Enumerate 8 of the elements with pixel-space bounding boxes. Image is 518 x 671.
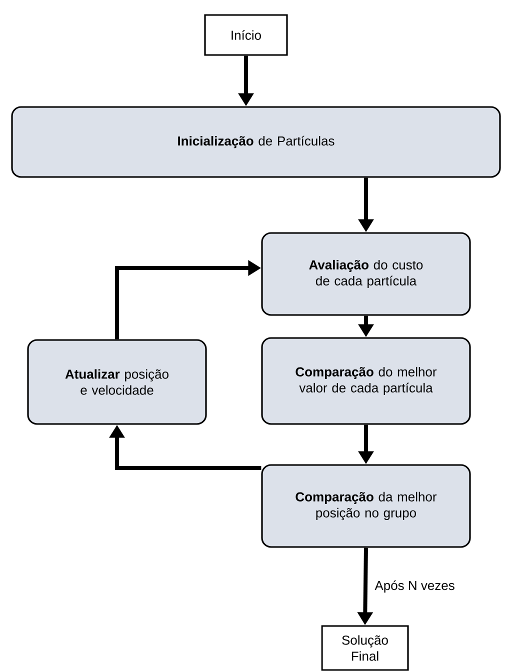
terminal-box: Início: [204, 14, 288, 56]
edge-label: Após N vezes: [374, 579, 456, 594]
process-box: Comparação do melhor valor de cada partícula: [261, 337, 471, 425]
process-box: Inicialização de Partículas: [11, 106, 501, 178]
process-box: Comparação da melhor posição no grupo: [261, 464, 471, 548]
process-box: Avaliação do custo de cada partícula: [261, 232, 471, 316]
terminal-box: Solução Final: [321, 625, 409, 671]
process-box: Atualizar posição e velocidade: [27, 339, 207, 425]
